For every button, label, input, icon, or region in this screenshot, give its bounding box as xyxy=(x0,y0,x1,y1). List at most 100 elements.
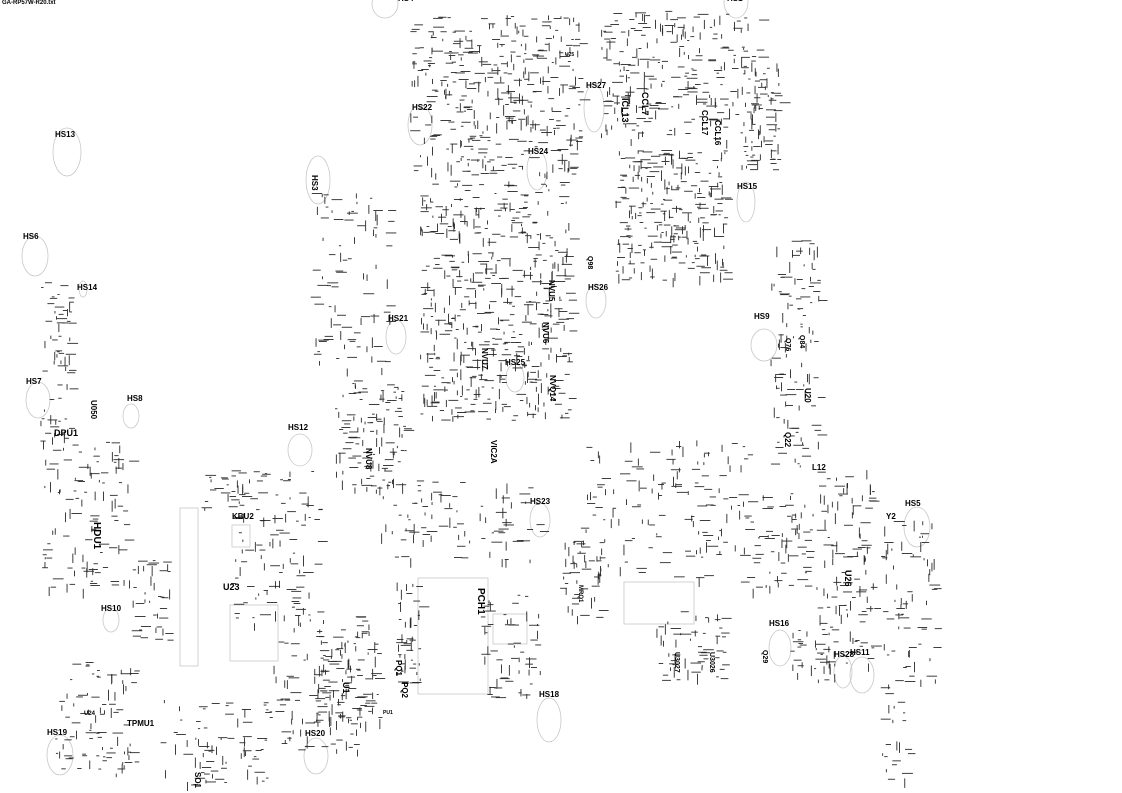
silkscreen-mark xyxy=(60,360,62,364)
silkscreen-mark xyxy=(41,418,45,420)
silkscreen-mark xyxy=(528,341,530,346)
silkscreen-mark xyxy=(391,531,393,535)
silkscreen-mark xyxy=(537,407,539,413)
silkscreen-mark xyxy=(721,444,723,452)
silkscreen-mark xyxy=(487,604,494,606)
silkscreen-mark xyxy=(550,77,559,78)
silkscreen-mark xyxy=(365,721,367,732)
silkscreen-mark xyxy=(755,104,757,112)
silkscreen-mark xyxy=(563,17,569,19)
silkscreen-mark xyxy=(834,663,836,667)
silkscreen-mark xyxy=(523,270,525,278)
silkscreen-mark xyxy=(532,413,534,419)
silkscreen-mark xyxy=(488,23,496,25)
silkscreen-mark xyxy=(770,359,772,367)
silkscreen-mark xyxy=(320,690,328,692)
silkscreen-mark xyxy=(518,692,522,694)
silkscreen-mark xyxy=(521,95,523,105)
silkscreen-mark xyxy=(256,480,263,482)
silkscreen-mark xyxy=(421,498,423,503)
silkscreen-mark xyxy=(329,717,330,727)
silkscreen-mark xyxy=(405,528,407,531)
silkscreen-mark xyxy=(621,186,626,188)
component-label-ccl16: CCL16 xyxy=(713,120,722,146)
silkscreen-mark xyxy=(587,494,588,501)
silkscreen-mark xyxy=(697,505,708,507)
silkscreen-mark xyxy=(420,207,432,209)
silkscreen-mark xyxy=(697,673,698,685)
silkscreen-mark xyxy=(621,107,622,114)
silkscreen-mark xyxy=(481,386,485,388)
silkscreen-mark xyxy=(457,280,462,282)
silkscreen-mark xyxy=(832,549,834,559)
silkscreen-mark xyxy=(619,222,628,224)
silkscreen-mark xyxy=(648,78,657,80)
silkscreen-mark xyxy=(318,687,326,689)
silkscreen-mark xyxy=(336,721,337,730)
silkscreen-mark xyxy=(565,53,569,55)
silkscreen-mark xyxy=(311,193,323,194)
silkscreen-mark xyxy=(347,258,352,260)
silkscreen-mark xyxy=(43,441,44,450)
silkscreen-mark xyxy=(179,706,180,712)
silkscreen-mark xyxy=(348,658,350,669)
silkscreen-mark xyxy=(900,604,902,608)
silkscreen-mark xyxy=(567,61,571,62)
silkscreen-mark xyxy=(490,650,498,652)
silkscreen-mark xyxy=(529,402,531,408)
silkscreen-mark xyxy=(530,235,532,239)
silkscreen-mark xyxy=(382,479,386,481)
silkscreen-mark xyxy=(254,623,255,631)
silkscreen-mark xyxy=(428,31,434,33)
silkscreen-mark xyxy=(719,551,721,555)
silkscreen-mark xyxy=(929,658,931,662)
silkscreen-mark xyxy=(393,386,399,388)
silkscreen-mark xyxy=(417,75,419,87)
silkscreen-mark xyxy=(624,157,636,159)
silkscreen-mark xyxy=(90,585,100,586)
heatsink-outline-hs18 xyxy=(536,697,562,743)
silkscreen-mark xyxy=(899,742,900,753)
silkscreen-mark xyxy=(803,264,805,267)
silkscreen-mark xyxy=(159,608,168,609)
silkscreen-mark xyxy=(552,323,560,325)
silkscreen-mark xyxy=(538,393,539,405)
silkscreen-mark xyxy=(445,206,447,216)
silkscreen-mark xyxy=(430,135,438,137)
silkscreen-mark xyxy=(461,302,463,308)
silkscreen-mark xyxy=(643,121,652,123)
silkscreen-mark xyxy=(573,561,575,569)
silkscreen-mark xyxy=(102,704,107,705)
silkscreen-mark xyxy=(677,184,679,190)
silkscreen-mark xyxy=(454,30,465,32)
silkscreen-mark xyxy=(52,449,62,451)
silkscreen-mark xyxy=(435,319,446,321)
silkscreen-mark xyxy=(361,631,369,633)
silkscreen-mark xyxy=(715,635,721,637)
silkscreen-mark xyxy=(887,543,889,555)
silkscreen-mark xyxy=(74,570,75,577)
silkscreen-mark xyxy=(673,476,674,487)
silkscreen-mark xyxy=(110,581,120,582)
silkscreen-mark xyxy=(266,602,278,603)
silkscreen-mark xyxy=(564,161,566,172)
silkscreen-mark xyxy=(345,741,347,751)
silkscreen-mark xyxy=(286,675,294,677)
silkscreen-mark xyxy=(641,188,643,192)
silkscreen-mark xyxy=(66,320,71,322)
silkscreen-mark xyxy=(363,293,375,295)
silkscreen-mark xyxy=(884,526,886,537)
silkscreen-mark xyxy=(597,560,602,562)
silkscreen-mark xyxy=(701,267,711,269)
silkscreen-mark xyxy=(566,108,571,109)
silkscreen-mark xyxy=(663,199,666,200)
silkscreen-mark xyxy=(836,576,838,586)
silkscreen-mark xyxy=(709,26,713,28)
silkscreen-mark xyxy=(560,184,566,186)
silkscreen-mark xyxy=(492,349,494,357)
silkscreen-mark xyxy=(723,498,729,500)
silkscreen-mark xyxy=(696,95,697,105)
silkscreen-mark xyxy=(542,348,549,350)
silkscreen-mark xyxy=(542,21,550,23)
silkscreen-mark xyxy=(401,683,409,684)
